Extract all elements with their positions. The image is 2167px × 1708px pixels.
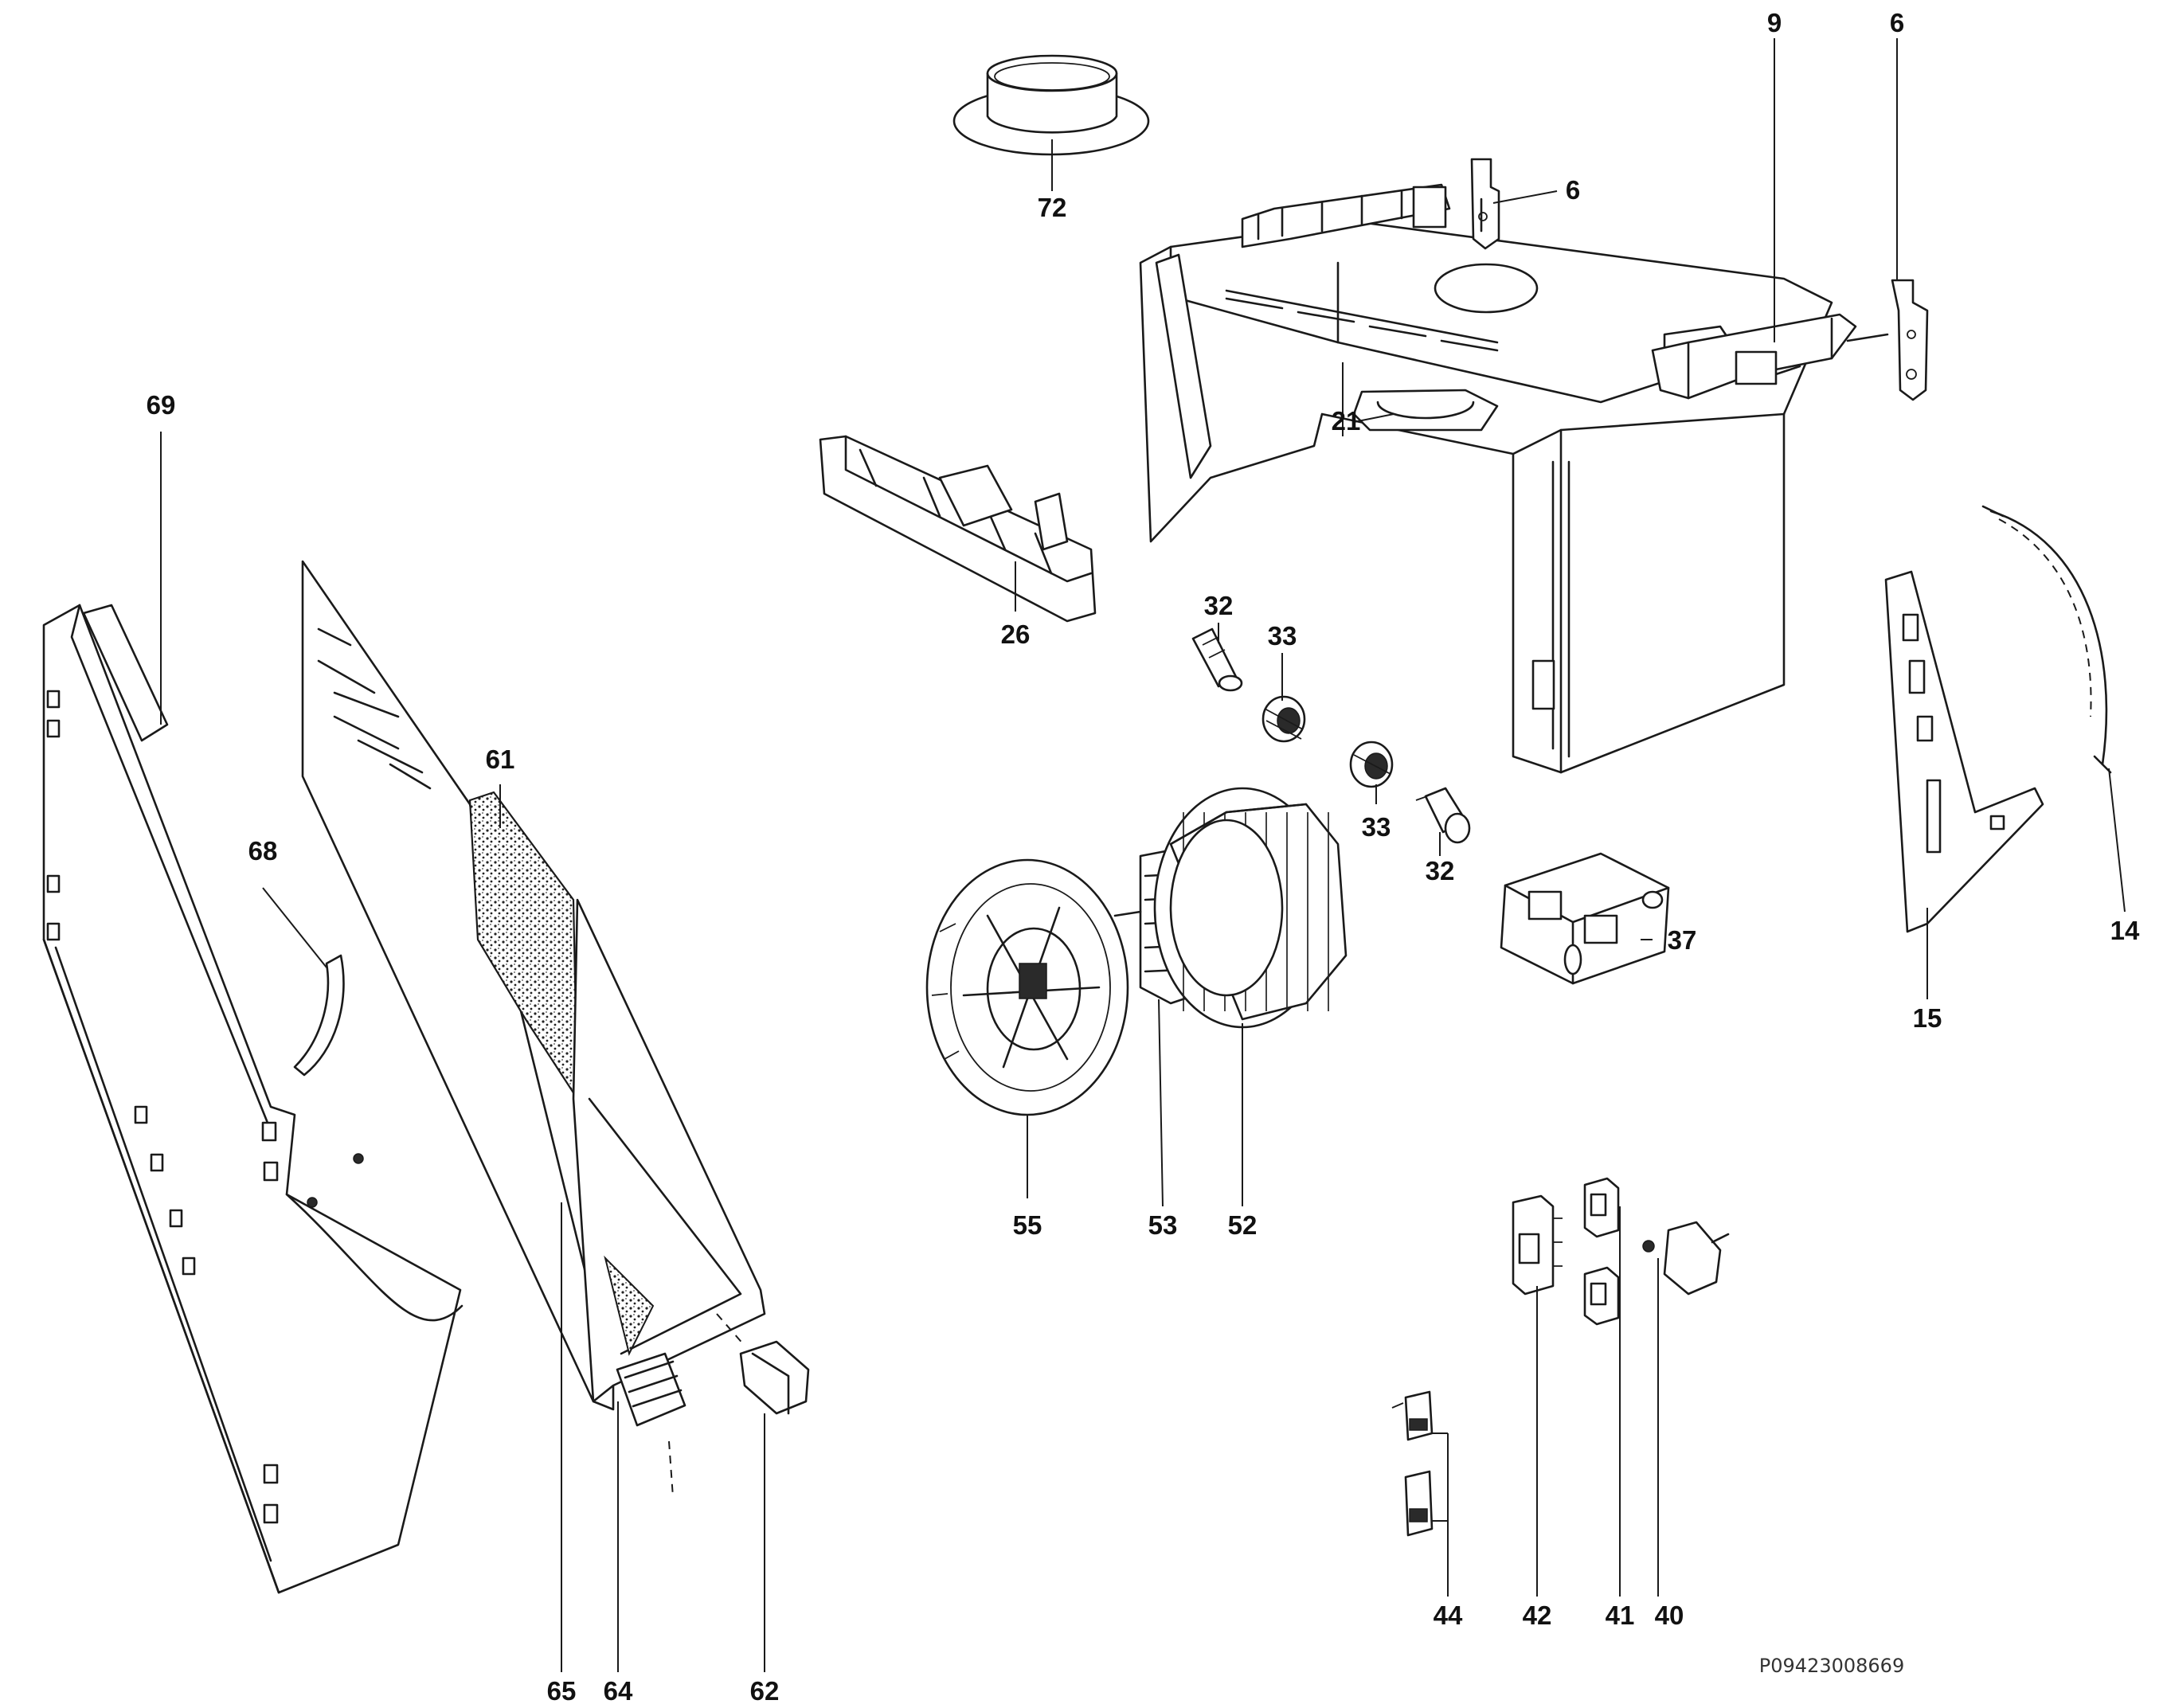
part-68-curved-clip — [293, 954, 345, 1077]
callout-37: 37 — [1668, 925, 1697, 955]
callout-52: 52 — [1228, 1210, 1258, 1240]
callout-33-lower: 33 — [1362, 812, 1391, 842]
part-26-side-bracket — [819, 435, 1097, 623]
part-37-switch-board — [1500, 852, 1670, 985]
part-6-bracket-right — [1891, 279, 1929, 401]
callout-68: 68 — [248, 836, 278, 866]
part-33-socket-lower — [1349, 741, 1394, 788]
callout-65: 65 — [547, 1676, 577, 1706]
part-41-switch-upper — [1583, 1177, 1620, 1238]
callout-15: 15 — [1913, 1003, 1942, 1033]
part-32-lamp-lower — [1415, 787, 1471, 844]
callout-14: 14 — [2110, 916, 2140, 945]
part-69-outer-panel — [42, 604, 464, 1594]
callout-26: 26 — [1001, 619, 1031, 649]
part-14-curved-wire — [1981, 505, 2112, 774]
leader-lines — [160, 38, 2126, 1672]
callout-6-right: 6 — [1890, 8, 1904, 37]
part-44-clip-lower — [1404, 1470, 1434, 1537]
part-6-bracket-upper — [1470, 158, 1500, 250]
callout-72: 72 — [1038, 193, 1067, 222]
part-72-collar-ring — [952, 54, 1150, 156]
part-64-filter-frame — [572, 898, 766, 1427]
callout-labels: 72 9 6 6 21 26 69 61 68 32 33 33 32 37 1… — [147, 8, 2140, 1706]
callout-64: 64 — [604, 1676, 633, 1706]
callout-69: 69 — [147, 390, 176, 420]
part-9-rail-bracket — [1651, 313, 1889, 400]
part-52-blower-wheel — [1153, 787, 1348, 1029]
part-21-main-housing — [1139, 183, 1833, 774]
part-33-socket-upper — [1261, 695, 1306, 743]
callout-41: 41 — [1606, 1601, 1635, 1630]
callout-55: 55 — [1013, 1210, 1042, 1240]
callout-32-upper: 32 — [1204, 591, 1234, 620]
callout-42: 42 — [1523, 1601, 1552, 1630]
callout-9: 9 — [1767, 8, 1782, 37]
callout-32-lower: 32 — [1426, 856, 1455, 885]
callout-21: 21 — [1332, 406, 1361, 436]
part-44-clip-upper — [1391, 1390, 1434, 1441]
callout-53: 53 — [1148, 1210, 1178, 1240]
part-41-switch-lower — [1583, 1266, 1620, 1326]
part-62-latch — [668, 1313, 810, 1498]
callout-61: 61 — [486, 745, 515, 774]
callout-44: 44 — [1434, 1601, 1463, 1630]
reference-code: P09423008669 — [1759, 1655, 1904, 1677]
part-15-mounting-bracket — [1884, 570, 2044, 933]
part-55-fan-grille — [925, 858, 1129, 1116]
part-32-lamp-upper — [1191, 627, 1243, 692]
callout-33-upper: 33 — [1268, 621, 1297, 651]
callout-40: 40 — [1655, 1601, 1684, 1630]
part-42-rocker-switch — [1512, 1194, 1563, 1296]
callout-62: 62 — [750, 1676, 780, 1706]
part-40-microswitch — [1642, 1221, 1730, 1296]
callout-6-upper: 6 — [1566, 175, 1580, 205]
